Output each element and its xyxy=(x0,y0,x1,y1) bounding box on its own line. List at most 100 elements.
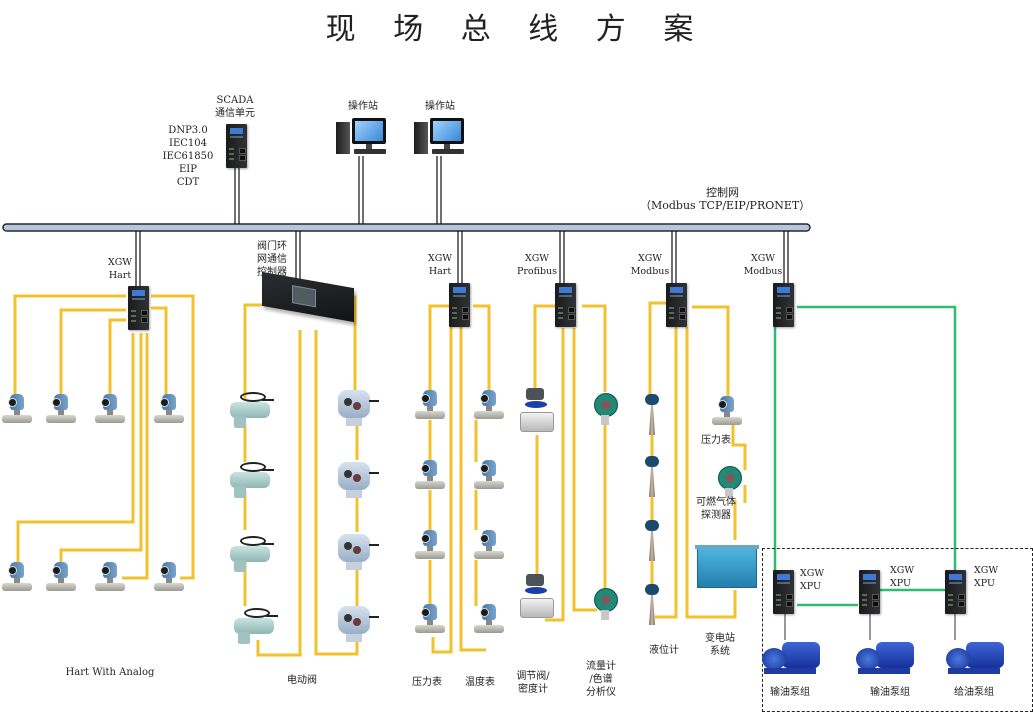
label-line: XGW xyxy=(800,568,825,579)
substation-cabinet[interactable] xyxy=(695,545,759,588)
temperature-transmitter[interactable] xyxy=(472,604,506,638)
xpu-label: XGW XPU xyxy=(800,567,824,593)
electric-valve-actuator[interactable] xyxy=(228,392,276,432)
xgw-modbus-gateway[interactable] xyxy=(666,283,687,327)
control-valve[interactable] xyxy=(520,388,554,434)
pressure-gauge-label: 压力表 xyxy=(412,677,442,688)
pump-group-label: 输油泵组 xyxy=(870,687,910,698)
label-line: 阀门环 xyxy=(257,241,287,252)
hart-transmitter[interactable] xyxy=(93,562,127,596)
protocol-item: IEC104 xyxy=(169,138,207,149)
xgw-modbus-gateway[interactable] xyxy=(773,283,794,327)
electric-valve-label: 电动阀 xyxy=(287,675,317,686)
scada-protocol-list: DNP3.0 IEC104 IEC61850 EIP CDT xyxy=(160,124,216,189)
operator-station-computer[interactable] xyxy=(336,118,392,158)
xpu-link-wires xyxy=(773,305,957,607)
electric-valve-actuator[interactable] xyxy=(336,604,382,644)
scada-label-line1: SCADA xyxy=(216,95,254,106)
electric-valve-actuator[interactable] xyxy=(336,388,382,428)
network-protocols: （Modbus TCP/EIP/PRONET） xyxy=(640,199,811,212)
radar-level-gauge[interactable] xyxy=(642,520,662,564)
operator-station-computer[interactable] xyxy=(414,118,470,158)
hart-transmitter[interactable] xyxy=(0,562,34,596)
protocol-item: CDT xyxy=(176,177,200,188)
diagram-title: 现 场 总 线 方 案 xyxy=(325,12,708,47)
hart-transmitter[interactable] xyxy=(44,394,78,428)
hart-transmitter[interactable] xyxy=(0,394,34,428)
hart-transmitter[interactable] xyxy=(93,394,127,428)
scada-label-line2: 通信单元 xyxy=(215,108,255,119)
label-line: 分析仪 xyxy=(586,687,616,698)
label-line: Hart xyxy=(428,266,452,277)
level-gauge-label: 液位计 xyxy=(649,645,679,656)
radar-level-gauge[interactable] xyxy=(642,456,662,500)
xgw-hart-gateway[interactable] xyxy=(449,283,470,327)
temperature-transmitter[interactable] xyxy=(472,530,506,564)
pressure-transmitter[interactable] xyxy=(413,460,447,494)
label-line: Modbus xyxy=(630,266,670,277)
label-line: /色谱 xyxy=(589,674,613,685)
hart-transmitter[interactable] xyxy=(152,562,186,596)
electric-valve-actuator[interactable] xyxy=(228,536,276,576)
scada-unit-device[interactable] xyxy=(226,124,247,168)
label-line: XGW xyxy=(107,257,133,268)
oil-pump[interactable] xyxy=(944,638,1006,678)
gas-detector-label: 可燃气体探测器 xyxy=(688,496,744,522)
label-line: 可燃气体 xyxy=(696,497,736,508)
valve-controller-label: 阀门环网通信控制器 xyxy=(250,240,294,279)
pressure-transmitter[interactable] xyxy=(710,396,744,430)
label-line: 系统 xyxy=(710,646,730,657)
radar-level-gauge[interactable] xyxy=(642,584,662,628)
electric-valve-actuator[interactable] xyxy=(228,462,276,502)
label-line: Hart xyxy=(108,270,132,281)
control-valve[interactable] xyxy=(520,574,554,620)
pump-links xyxy=(784,612,956,640)
xgw-hart-gateway[interactable] xyxy=(128,286,149,330)
protocol-item: IEC61850 xyxy=(162,151,214,162)
control-network-bus[interactable] xyxy=(2,223,811,232)
operator-station-label: 操作站 xyxy=(348,101,378,112)
scada-label: SCADA 通信单元 xyxy=(205,94,265,120)
xgw-profibus-gateway[interactable] xyxy=(555,283,576,327)
protocol-item: DNP3.0 xyxy=(168,125,208,136)
gateway-label: XGW Hart xyxy=(420,252,460,278)
flow-meter[interactable] xyxy=(592,588,620,622)
flow-meter[interactable] xyxy=(592,393,620,427)
electric-valve-actuator[interactable] xyxy=(232,608,280,648)
temperature-transmitter[interactable] xyxy=(472,460,506,494)
xgw-xpu-unit[interactable] xyxy=(945,570,966,614)
protocol-item: EIP xyxy=(179,164,197,175)
hart-transmitter[interactable] xyxy=(152,394,186,428)
label-line: XPU xyxy=(890,578,911,589)
pressure-transmitter[interactable] xyxy=(413,604,447,638)
xgw-xpu-unit[interactable] xyxy=(859,570,880,614)
electric-valve-actuator[interactable] xyxy=(336,460,382,500)
xgw-xpu-unit[interactable] xyxy=(773,570,794,614)
oil-pump[interactable] xyxy=(854,638,916,678)
oil-pump[interactable] xyxy=(760,638,822,678)
label-line: XGW xyxy=(427,253,453,264)
pressure-transmitter[interactable] xyxy=(413,530,447,564)
substation-label: 变电站系统 xyxy=(698,632,742,658)
label-line: 流量计 xyxy=(586,661,616,672)
ethernet-drops xyxy=(135,156,789,286)
pressure-gauge-label-2: 压力表 xyxy=(701,435,731,446)
label-line: XGW xyxy=(750,253,776,264)
temperature-transmitter[interactable] xyxy=(472,390,506,424)
label-line: XPU xyxy=(974,578,995,589)
pressure-transmitter[interactable] xyxy=(413,390,447,424)
hart-transmitter[interactable] xyxy=(44,562,78,596)
label-line: XPU xyxy=(800,581,821,592)
pump-group-label: 输油泵组 xyxy=(770,687,810,698)
radar-level-gauge[interactable] xyxy=(642,394,662,438)
flow-meter-label: 流量计/色谱分析仪 xyxy=(576,660,626,699)
gas-detector[interactable] xyxy=(716,466,744,500)
electric-valve-actuator[interactable] xyxy=(336,532,382,572)
label-line: XGW xyxy=(524,253,550,264)
